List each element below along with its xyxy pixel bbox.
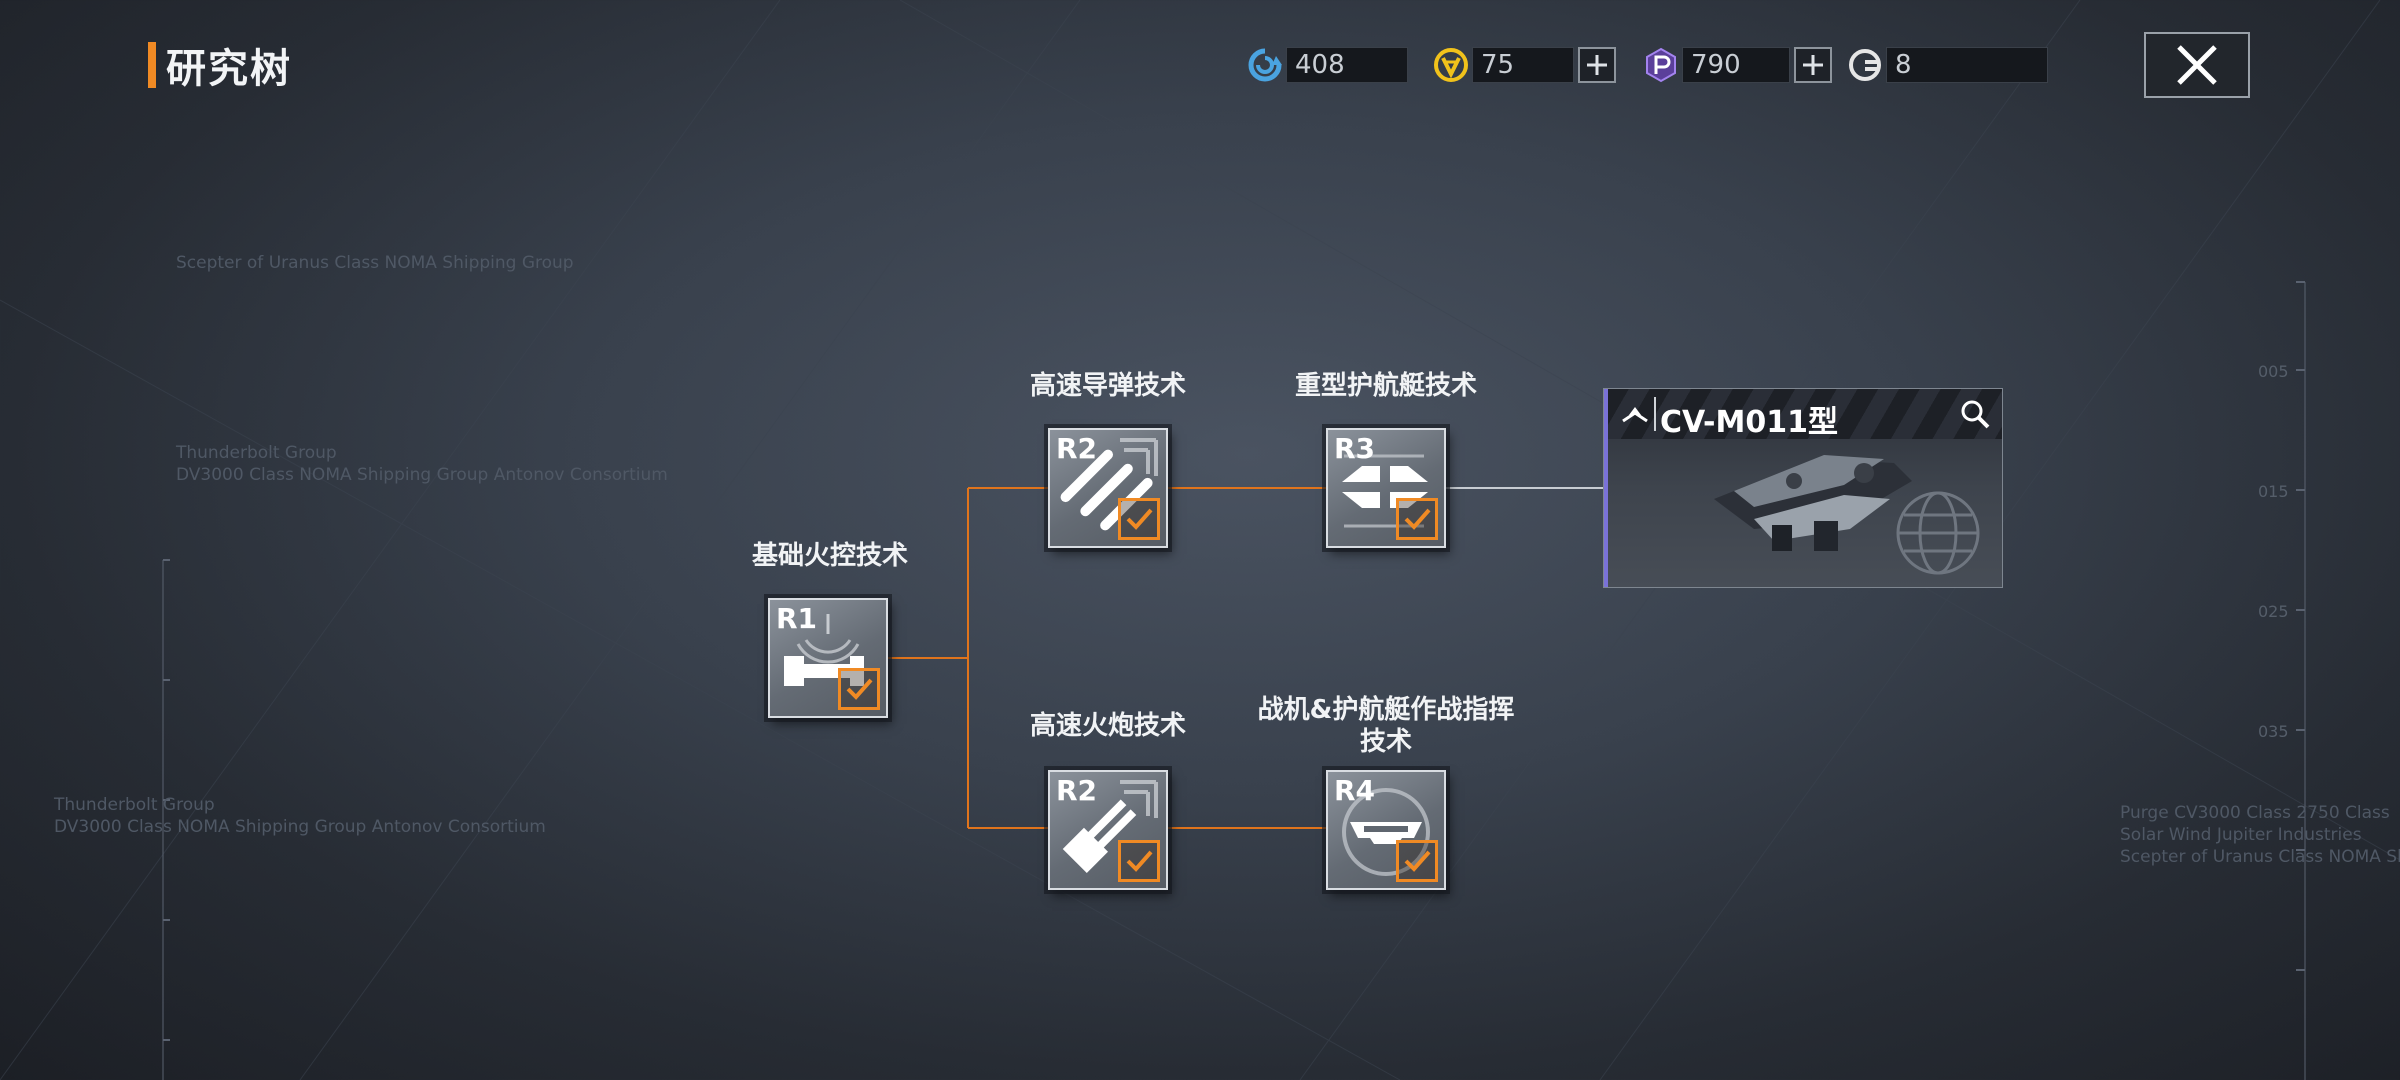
- token-amount: 8: [1886, 47, 2048, 83]
- background-caption: Scepter of Uranus Class NOMA Shipping Gr…: [176, 253, 574, 273]
- research-node-high-speed-cannon[interactable]: R2: [1048, 770, 1168, 890]
- research-node-basic-fire-control[interactable]: R1: [768, 598, 888, 718]
- cycle-credit-icon: [1248, 48, 1282, 82]
- scale-label: 035: [2258, 722, 2289, 741]
- research-node-fighter-escort-command[interactable]: R4: [1326, 770, 1446, 890]
- research-node-high-speed-missile[interactable]: R2: [1048, 428, 1168, 548]
- globe-watermark-icon: [1896, 491, 1980, 575]
- research-node-heavy-escort-craft[interactable]: R3: [1326, 428, 1446, 548]
- title-accent: [148, 42, 156, 88]
- ship-class-accent: [1604, 389, 1608, 587]
- gold-v-icon: [1434, 48, 1468, 82]
- node-label-high-speed-cannon: 高速火炮技术: [1029, 711, 1186, 741]
- close-icon: [2177, 45, 2217, 85]
- rank-label: R1: [776, 602, 818, 635]
- scale-label: 025: [2258, 602, 2289, 621]
- add-premium-button[interactable]: [1794, 47, 1832, 83]
- node-label-fighter-escort-command: 战机&护航艇作战指挥 技术: [1257, 695, 1515, 757]
- ship-render: [1714, 455, 1912, 551]
- scale-label: 005: [2258, 362, 2289, 381]
- add-gold-button[interactable]: [1578, 47, 1616, 83]
- header-divider: [1654, 397, 1656, 431]
- plus-icon: [1587, 55, 1607, 75]
- ship-class-icon: [1622, 407, 1648, 423]
- node-label-heavy-escort-craft: 重型护航艇技术: [1294, 371, 1477, 401]
- ship-name: CV-M011型: [1660, 405, 1838, 440]
- currency-token: 8: [1846, 46, 2048, 84]
- ship-unlock-card[interactable]: CV-M011型: [1603, 388, 2003, 588]
- node-label-high-speed-missile: 高速导弹技术: [1029, 371, 1186, 401]
- purple-p-icon: [1646, 47, 1676, 83]
- node-label-basic-fire-control: 基础火控技术: [751, 541, 908, 571]
- completed-check-icon: [1118, 498, 1160, 540]
- escort-craft-icon: [1342, 454, 1428, 528]
- page-title: 研究树: [148, 40, 292, 92]
- rank-label: R4: [1334, 774, 1376, 807]
- currency-credit: 408: [1246, 46, 1408, 84]
- completed-check-icon: [1396, 840, 1438, 882]
- cannon-icon: [1062, 780, 1158, 874]
- missile-icon: [1060, 438, 1158, 531]
- ship-card-header: [1608, 389, 2002, 439]
- page-title-text: 研究树: [166, 46, 292, 92]
- currency-premium: 790: [1642, 46, 1832, 84]
- g-token-icon: [1849, 49, 1881, 81]
- command-icon: [1342, 788, 1430, 876]
- credit-amount: 408: [1286, 47, 1408, 83]
- turret-icon: [784, 614, 864, 686]
- premium-amount: 790: [1682, 47, 1790, 83]
- completed-check-icon: [838, 668, 880, 710]
- rank-label: R3: [1334, 432, 1376, 465]
- completed-check-icon: [1396, 498, 1438, 540]
- plus-icon: [1803, 55, 1823, 75]
- magnify-icon[interactable]: [1958, 397, 1992, 431]
- rank-label: R2: [1056, 774, 1098, 807]
- gold-amount: 75: [1472, 47, 1574, 83]
- completed-check-icon: [1118, 840, 1160, 882]
- scale-label: 015: [2258, 482, 2289, 501]
- rank-label: R2: [1056, 432, 1098, 465]
- close-button[interactable]: [2144, 32, 2250, 98]
- currency-gold: 75: [1432, 46, 1616, 84]
